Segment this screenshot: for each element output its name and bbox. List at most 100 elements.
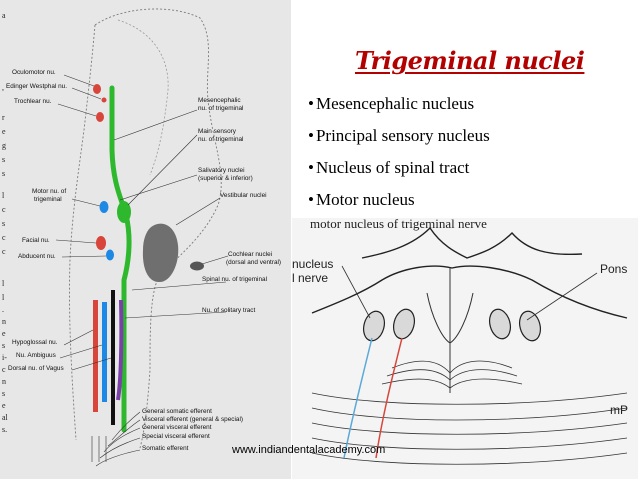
- label-motor-nucleus-top: motor nucleus of trigeminal nerve: [310, 218, 487, 231]
- margin-letter: g: [2, 141, 6, 150]
- label-nucleus-left-2: l nerve: [292, 271, 328, 285]
- margin-letter: e: [2, 329, 6, 338]
- motor-trigeminal-nucleus: [99, 201, 109, 213]
- label-salivatory-2: (superior & inferior): [198, 175, 253, 182]
- label-solitary-tract: Nu. of solitary tract: [202, 307, 255, 314]
- margin-letter: s: [2, 169, 5, 178]
- midline-bulge: [426, 292, 474, 344]
- bullet-text: Principal sensory nucleus: [315, 126, 490, 145]
- artist-signature: mP: [610, 403, 628, 417]
- margin-letter: ,: [2, 83, 4, 92]
- bullet-item: •Principal sensory nucleus: [308, 120, 490, 152]
- margin-letter: .: [2, 305, 4, 314]
- label-special-visceral-efferent: Special visceral efferent: [142, 433, 210, 440]
- margin-letter: s: [2, 341, 5, 350]
- solitary-column: [116, 299, 124, 401]
- motor-nucleus-left: [392, 308, 416, 340]
- margin-letter: al: [2, 413, 9, 422]
- main-sensory-nucleus: [117, 201, 131, 223]
- sensory-tract-arrow: [343, 337, 373, 459]
- label-general-somatic-efferent: General somatic efferent: [142, 408, 212, 415]
- watermark: www.indiandentalacademy.com: [232, 444, 386, 456]
- midbrain-outline: [117, 19, 169, 176]
- label-facial: Facial nu.: [22, 237, 50, 244]
- margin-letter: s: [2, 219, 5, 228]
- margin-letter: l: [2, 191, 5, 200]
- pons-body-outline: [311, 265, 628, 319]
- nucleus-pointer-line: [341, 265, 371, 319]
- pontine-fibers: [311, 360, 628, 465]
- label-motor-trigeminal-1: Motor nu. of: [32, 188, 66, 195]
- label-main-sensory-2: nu. of trigeminal: [198, 136, 243, 143]
- label-trochlear: Trochlear nu.: [14, 98, 52, 105]
- label-oculomotor: Oculomotor nu.: [12, 69, 56, 76]
- bullet-text: Mesencephalic nucleus: [315, 94, 475, 113]
- margin-letter: a: [2, 11, 6, 20]
- motor-tract-arrow: [375, 337, 403, 459]
- margin-letter: l: [2, 293, 5, 302]
- label-somatic-efferent: Somatic efferent: [142, 445, 189, 452]
- margin-letter: i-: [2, 353, 7, 362]
- pons-illustration: motor nucleus of trigeminal nerve: [292, 218, 628, 465]
- brainstem-nuclei-diagram: a , r e g s s l c s c c l l . n e s i- c: [0, 0, 291, 479]
- right-leader-lines: [113, 109, 229, 319]
- label-mesencephalic-1: Mesencephalic: [198, 97, 241, 104]
- label-vestibular: Vestibular nuclei: [220, 192, 267, 199]
- label-general-visceral-efferent: General visceral efferent: [142, 424, 212, 431]
- bullet-dot: •: [308, 126, 314, 145]
- brainstem-outline: [69, 8, 222, 449]
- oculomotor-nucleus: [93, 84, 101, 94]
- label-dorsal-vagus: Dorsal nu. of Vagus: [8, 365, 64, 372]
- vestibular-nuclei: [142, 223, 179, 283]
- margin-letter: c: [2, 233, 6, 242]
- pons-cross-section: motor nucleus of trigeminal nerve: [292, 218, 638, 479]
- efferent-arrows: [91, 411, 141, 467]
- label-cochlear-2: (dorsal and ventral): [226, 259, 281, 266]
- label-pons: Pons: [600, 262, 627, 276]
- label-spinal-trigeminal: Spinal nu. of trigeminal: [202, 276, 267, 283]
- margin-letter: c: [2, 365, 6, 374]
- trochlear-nucleus: [96, 112, 104, 122]
- margin-letter: e: [2, 127, 6, 136]
- edinger-westphal-nucleus: [101, 97, 107, 103]
- margin-letter: s: [2, 389, 5, 398]
- label-hypoglossal: Hypoglossal nu.: [12, 339, 58, 346]
- facial-nucleus: [96, 236, 106, 250]
- margin-letter: l: [2, 279, 5, 288]
- label-ambiguus: Nu. Ambiguus: [16, 352, 56, 359]
- label-cochlear-1: Cochlear nuclei: [228, 251, 272, 258]
- margin-letters: a , r e g s s l c s c c l l . n e s i- c: [2, 11, 9, 434]
- bullet-dot: •: [308, 190, 314, 209]
- ambiguus-column: [102, 302, 107, 402]
- sensory-nucleus-left: [362, 310, 386, 342]
- margin-letter: s.: [2, 425, 7, 434]
- sensory-nucleus-right: [518, 310, 542, 342]
- bullet-item: •Nucleus of spinal tract: [308, 152, 490, 184]
- bullet-text: Motor nucleus: [315, 190, 415, 209]
- margin-letter: c: [2, 205, 6, 214]
- margin-letter: s: [2, 155, 5, 164]
- label-nucleus-left-1: nucleus: [292, 257, 333, 271]
- bullet-dot: •: [308, 158, 314, 177]
- slide-title: Trigeminal nuclei: [355, 46, 585, 75]
- bullet-list: •Mesencephalic nucleus •Principal sensor…: [308, 88, 490, 216]
- pointer-line: [526, 272, 598, 321]
- margin-letter: n: [2, 317, 6, 326]
- label-edinger-westphal: Edinger Westphal nu.: [6, 83, 67, 90]
- hypoglossal-column: [93, 300, 98, 412]
- cochlear-nuclei: [190, 261, 204, 271]
- label-visceral-efferent: Visceral efferent (general & special): [142, 416, 243, 423]
- margin-letter: n: [2, 377, 6, 386]
- left-leader-lines: [55, 74, 112, 371]
- label-salivatory-1: Salivatory nuclei: [198, 167, 245, 174]
- brainstem-nuclei-illustration: a , r e g s s l c s c c l l . n e s i- c: [2, 8, 281, 467]
- label-main-sensory-1: Main sensory: [198, 128, 237, 135]
- margin-letter: e: [2, 401, 6, 410]
- motor-nucleus-right: [488, 308, 512, 340]
- abducent-nucleus: [106, 249, 114, 261]
- margin-letter: c: [2, 247, 6, 256]
- label-abducent: Abducent nu.: [18, 253, 56, 260]
- pons-outline: [361, 226, 583, 259]
- margin-letter: r: [2, 113, 5, 122]
